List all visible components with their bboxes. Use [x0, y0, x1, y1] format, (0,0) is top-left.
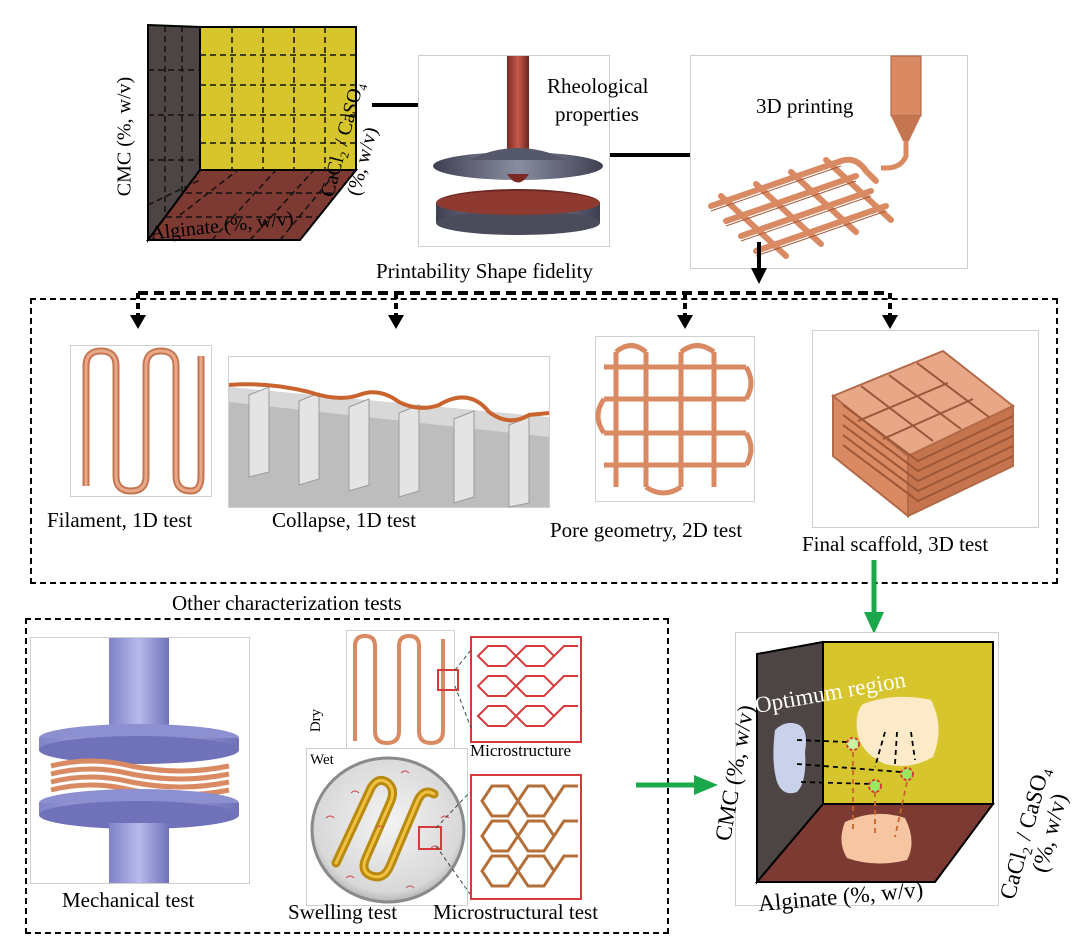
arrow-down-icon: [751, 242, 767, 284]
collapse-test-label: Collapse, 1D test: [272, 508, 417, 532]
swelling-test-label: Swelling test: [288, 900, 398, 924]
mechanical-test-label: Mechanical test: [62, 888, 195, 912]
wet-label: Wet: [310, 752, 334, 768]
rheology-label-line1: Rheological: [547, 74, 649, 98]
other-tests-box: [25, 618, 669, 934]
rheology-label-line2: properties: [555, 102, 639, 126]
distribution-arrows: [130, 291, 898, 329]
scaffold-test-label: Final scaffold, 3D test: [802, 532, 989, 556]
wet-microstructure-panel: [470, 774, 582, 900]
dry-label: Dry: [308, 708, 325, 733]
compression-illustration: [39, 638, 239, 883]
rheometer-panel: Rheological properties: [418, 55, 648, 247]
green-arrow-right-icon: [636, 775, 718, 795]
filament-illustration: [82, 347, 205, 495]
microstructural-test-label: Microstructural test: [433, 900, 599, 924]
zoom-connector-dry: [454, 649, 472, 729]
dry-microstructure-panel: [470, 636, 582, 743]
zoom-connector-wet: [435, 791, 471, 895]
collapse-panel: [228, 356, 550, 508]
hexagon-pattern-dry: [476, 645, 578, 727]
printing-panel: 3D printing: [690, 55, 968, 269]
microstructure-label: Microstructure: [470, 741, 572, 760]
filament-panel: [70, 345, 212, 497]
pore-panel: [595, 336, 755, 502]
parameter-cube: [146, 23, 359, 244]
green-arrow-down-icon: [864, 560, 884, 634]
cube-ylabel: CMC (%, w/v): [113, 76, 136, 197]
printing-label: 3D printing: [756, 94, 854, 118]
dry-filament-illustration: [353, 633, 445, 746]
petri-dish-illustration: [310, 756, 466, 904]
shape-fidelity-box: [30, 298, 1058, 584]
result-cube: [754, 640, 995, 885]
scaffold-panel: [812, 330, 1039, 528]
dry-zoom-box: [437, 669, 459, 691]
other-tests-title: Other characterization tests: [172, 591, 402, 615]
printer-nozzle-illustration: [708, 55, 922, 259]
filament-test-label: Filament, 1D test: [47, 508, 193, 532]
pore-grid-illustration: [595, 343, 754, 496]
hexagon-pattern-wet: [480, 784, 578, 888]
wet-zoom-box: [418, 826, 442, 850]
printability-label: Printability Shape fidelity: [376, 259, 593, 283]
collapse-illustration: [228, 382, 550, 508]
rheometer-illustration: [433, 56, 603, 235]
scaffold-illustration: [831, 349, 1015, 519]
pore-test-label: Pore geometry, 2D test: [550, 518, 743, 542]
mechanical-panel: [30, 637, 250, 884]
